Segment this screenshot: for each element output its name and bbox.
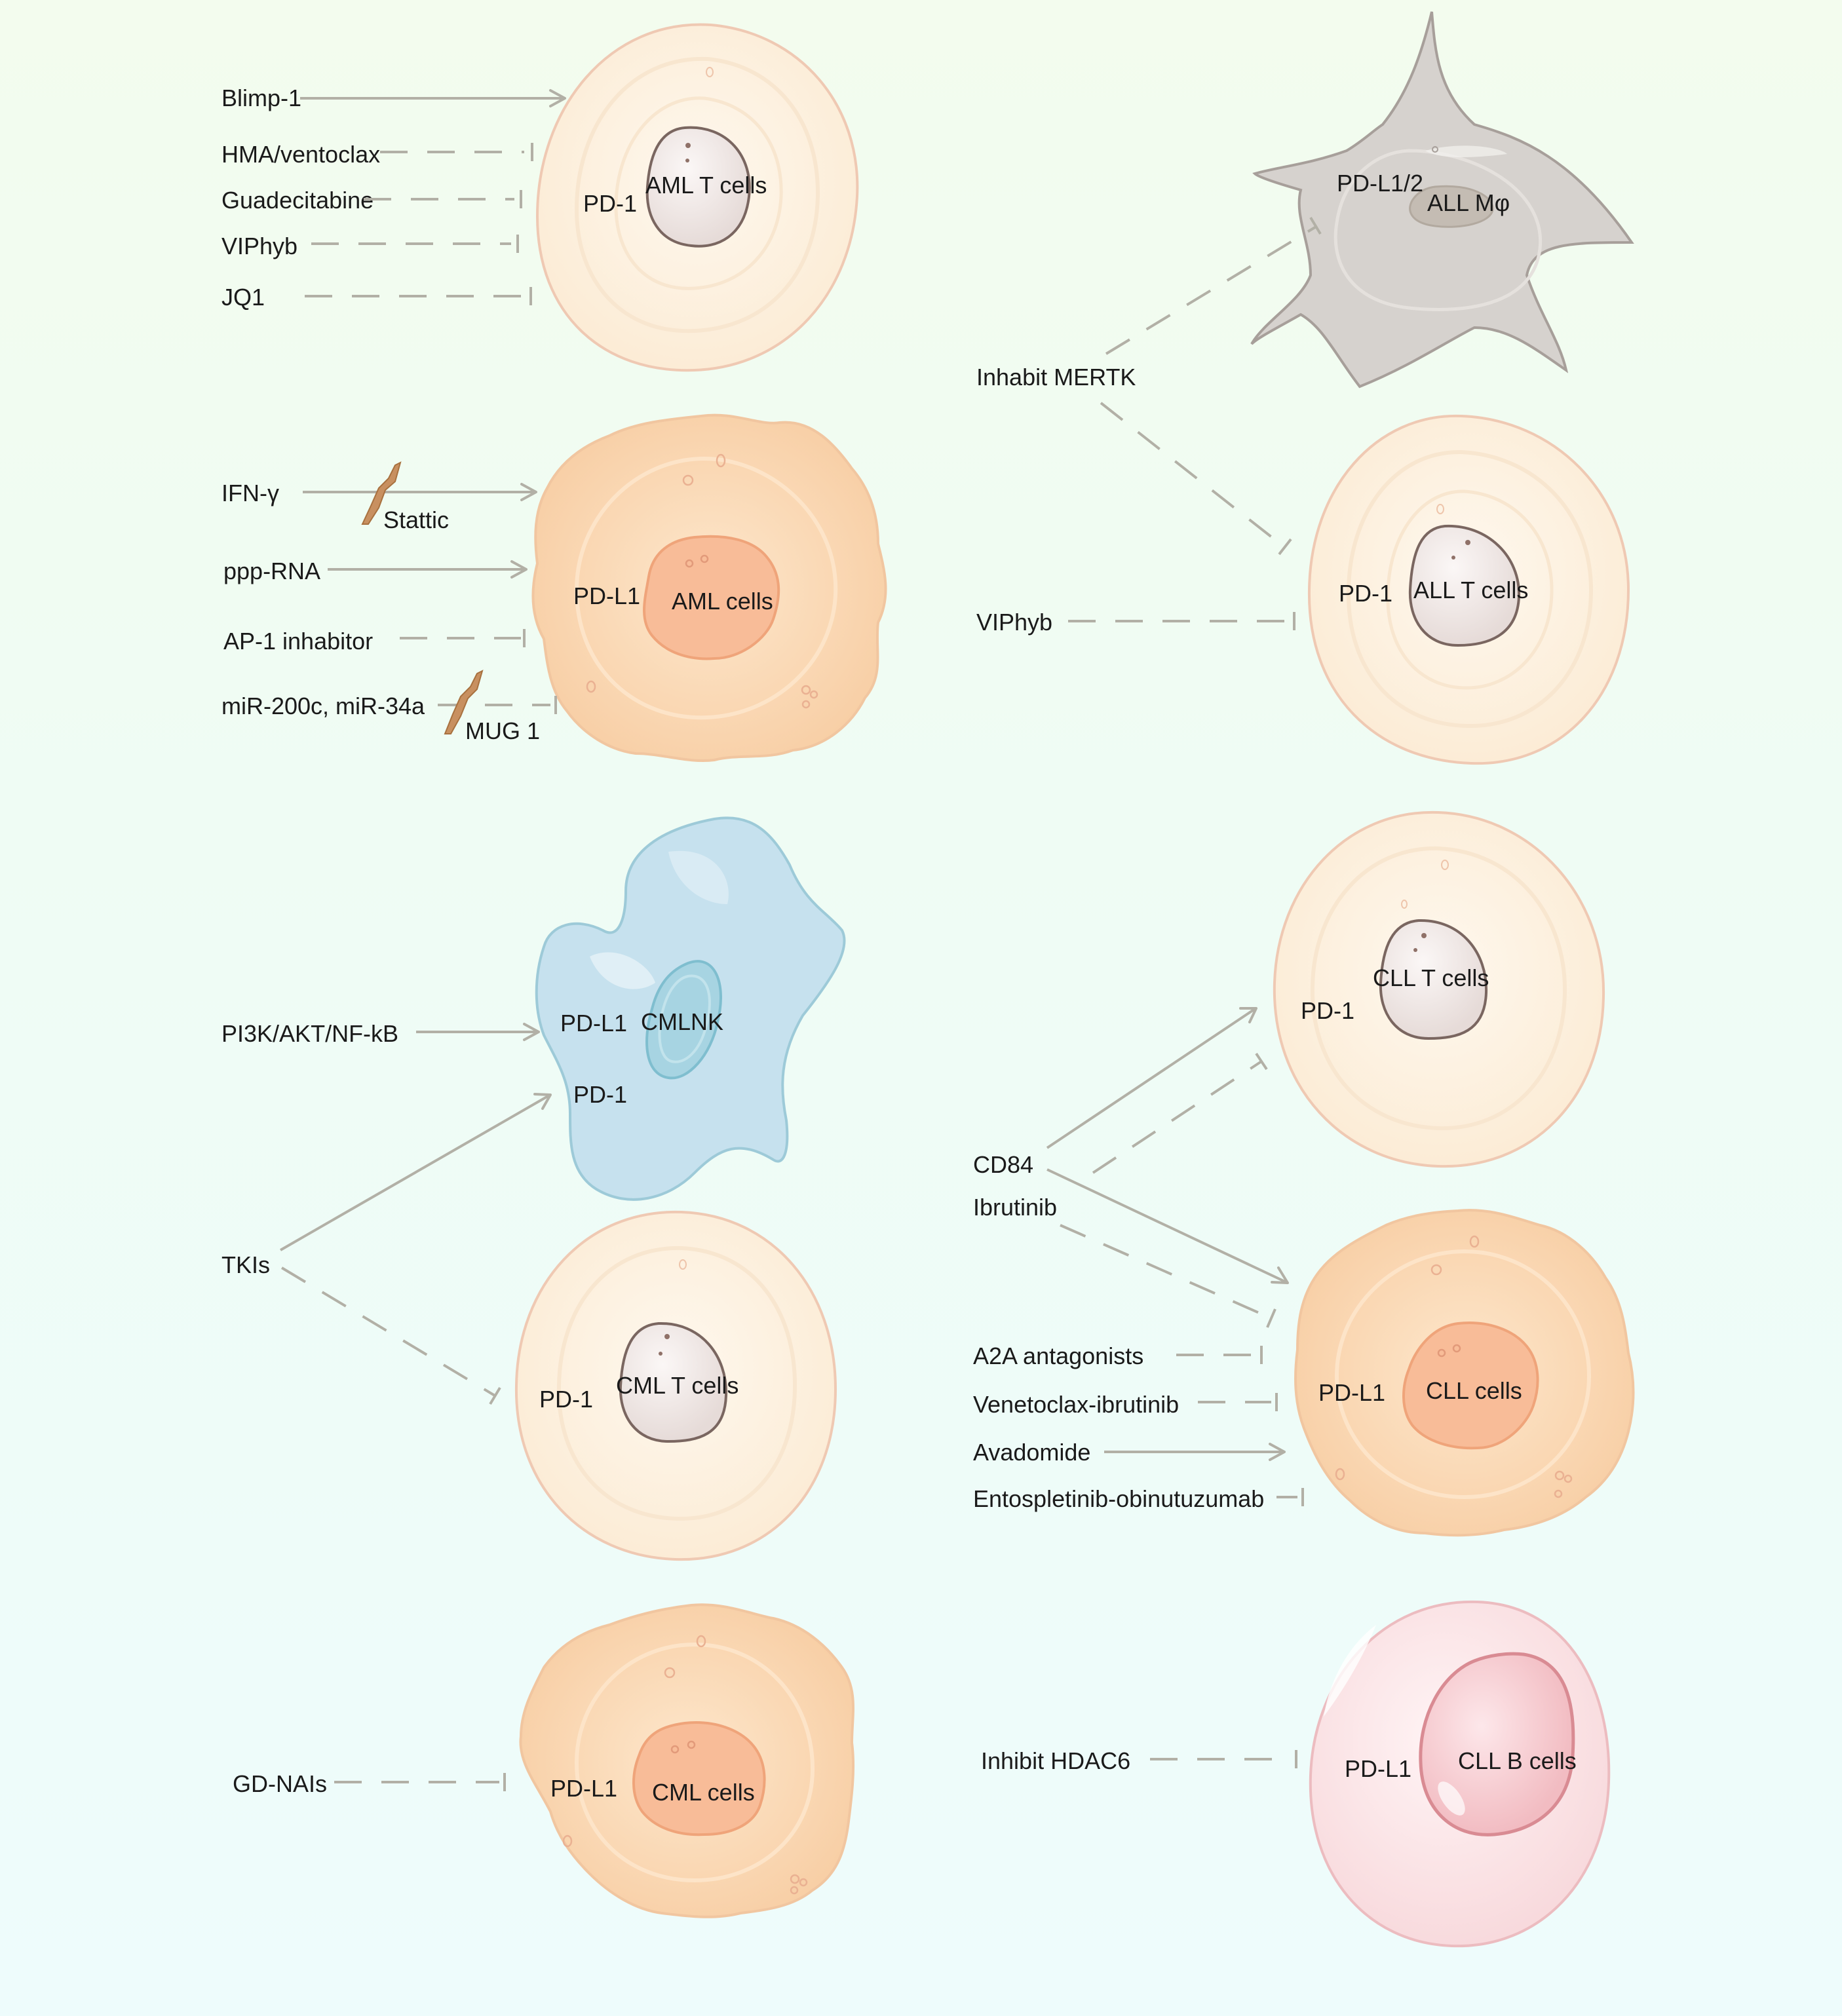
all-macrophage-label: ALL Mφ — [1427, 189, 1510, 216]
cml-t-cell-marker: PD-1 — [539, 1386, 593, 1413]
gd-nais-label: GD-NAIs — [233, 1770, 327, 1797]
ppp-rna-activation-arrow — [328, 560, 528, 579]
a2a-inhibition-arrow — [1176, 1346, 1263, 1364]
stattic-inhibitor-icon — [361, 461, 402, 525]
blimp1-label: Blimp-1 — [221, 85, 301, 111]
cml-t-cell-label: CML T cells — [616, 1372, 739, 1399]
aml-cell-label: AML cells — [672, 588, 773, 615]
tkis-to-nk-activation-arrow — [280, 1093, 552, 1251]
ifn-gamma-label: IFN-γ — [221, 480, 279, 506]
viphyb-aml-inhibition-arrow — [311, 235, 519, 253]
jq1-label: JQ1 — [221, 284, 265, 311]
guadecitabine-inhibition-arrow — [364, 190, 522, 208]
all-macrophage-marker: PD-L1/2 — [1337, 170, 1423, 197]
cll-cell — [1294, 1209, 1635, 1537]
mertk-to-all-t-inhibition — [1100, 402, 1292, 556]
pi3k-label: PI3K/AKT/NF-kB — [221, 1020, 398, 1047]
mir-label: miR-200c, miR-34a — [221, 693, 425, 719]
cll-t-cell-marker: PD-1 — [1301, 997, 1354, 1024]
entospletinib-inhibition-arrow — [1276, 1488, 1304, 1506]
ibrutinib-to-cll-t-inhibition — [1092, 1052, 1268, 1174]
mug1-inhibitor-icon — [444, 670, 484, 734]
cml-cell — [519, 1603, 855, 1918]
viphyb-aml-label: VIPhyb — [221, 233, 297, 259]
cd84-to-cll-t-activation-arrow — [1046, 1007, 1257, 1149]
viphyb-all-inhibition-arrow — [1068, 612, 1295, 630]
avadomide-label: Avadomide — [973, 1439, 1090, 1466]
cml-nk-cell-label: CMLNK — [641, 1008, 723, 1035]
cd84-to-cll-activation-arrow — [1046, 1168, 1289, 1284]
hdac6-inhibition-arrow — [1150, 1750, 1297, 1768]
ppp-rna-label: ppp-RNA — [223, 558, 320, 584]
hma-ventoclax-label: HMA/ventoclax — [221, 141, 380, 168]
viphyb-all-label: VIPhyb — [976, 609, 1052, 636]
venetoclax-ibrutinib-label: Venetoclax-ibrutinib — [973, 1391, 1179, 1418]
jq1-inhibition-arrow — [305, 287, 532, 305]
ap1-inhibition-arrow — [400, 629, 526, 647]
blimp1-activation-arrow — [300, 89, 566, 107]
ibrutinib-to-cll-inhibition — [1060, 1224, 1276, 1328]
all-macrophage — [1250, 11, 1634, 389]
all-t-cell-label: ALL T cells — [1413, 577, 1528, 603]
cd84-label: CD84 — [973, 1151, 1033, 1178]
venetoclax-ibrutinib-inhibition-arrow — [1198, 1393, 1278, 1411]
hma-inhibition-arrow — [380, 143, 533, 161]
cml-nk-cell-marker: PD-L1 — [560, 1010, 627, 1037]
tkis-to-cml-t-inhibition — [280, 1266, 501, 1405]
cll-cell-label: CLL cells — [1426, 1377, 1522, 1404]
mug1-label: MUG 1 — [465, 717, 540, 744]
aml-t-cell-label: AML T cells — [645, 172, 767, 199]
all-t-cell — [1307, 414, 1630, 765]
hdac6-label: Inhibit HDAC6 — [981, 1747, 1130, 1774]
guadecitabine-label: Guadecitabine — [221, 187, 374, 214]
aml-cell-marker: PD-L1 — [573, 582, 640, 609]
gd-nais-inhibition-arrow — [334, 1773, 506, 1791]
aml-t-cell-marker: PD-1 — [583, 190, 637, 217]
entospletinib-label: Entospletinib-obinutuzumab — [973, 1485, 1264, 1512]
cll-t-cell — [1273, 810, 1605, 1168]
cll-b-cell-marker: PD-L1 — [1345, 1755, 1411, 1782]
ibrutinib-label: Ibrutinib — [973, 1194, 1057, 1221]
cll-cell-marker: PD-L1 — [1318, 1379, 1385, 1406]
cml-cell-marker: PD-L1 — [550, 1775, 617, 1802]
stattic-label: Stattic — [383, 506, 449, 533]
cml-nk-cell-marker-2: PD-1 — [573, 1081, 627, 1108]
aml-cell — [531, 413, 887, 762]
cll-b-cell-label: CLL B cells — [1458, 1747, 1577, 1774]
cml-nk-cell — [535, 816, 846, 1201]
ap1-inhibitor-label: AP-1 inhabitor — [223, 628, 373, 655]
all-t-cell-marker: PD-1 — [1339, 580, 1392, 607]
cll-b-cell — [1309, 1600, 1611, 1948]
aml-t-cell — [535, 23, 859, 372]
ifn-gamma-activation-arrow — [303, 483, 537, 501]
mertk-label: Inhabit MERTK — [976, 364, 1136, 390]
avadomide-activation-arrow — [1104, 1443, 1286, 1461]
cml-t-cell — [514, 1210, 837, 1561]
tkis-label: TKIs — [221, 1251, 270, 1278]
pi3k-activation-arrow — [416, 1023, 540, 1041]
a2a-label: A2A antagonists — [973, 1342, 1143, 1369]
mertk-to-macrophage-inhibition — [1105, 216, 1322, 355]
cll-t-cell-label: CLL T cells — [1373, 964, 1489, 991]
cml-cell-label: CML cells — [652, 1779, 755, 1806]
